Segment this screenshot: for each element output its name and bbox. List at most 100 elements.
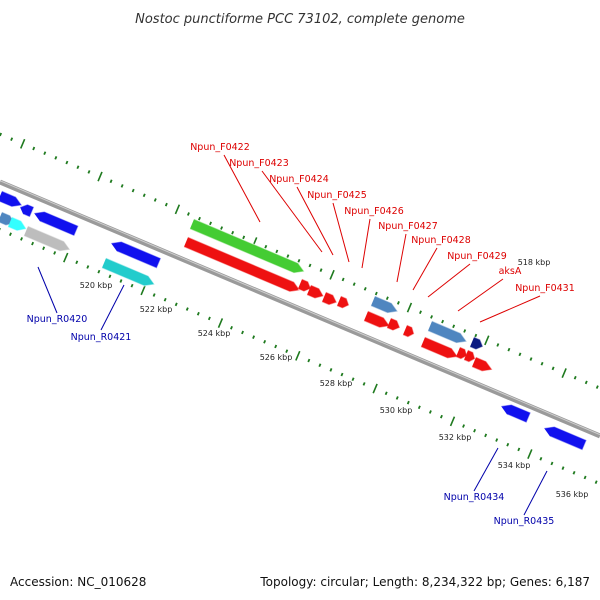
gene-feature-steel bbox=[427, 320, 468, 344]
accession-text: Accession: NC_010628 bbox=[10, 575, 146, 589]
lower-tick bbox=[9, 232, 12, 237]
gene-arrow bbox=[544, 426, 587, 451]
upper-tick bbox=[54, 156, 58, 160]
lower-tick bbox=[274, 344, 278, 349]
upper-tick bbox=[452, 324, 456, 329]
gene-feature-red bbox=[336, 295, 350, 310]
upper-tick bbox=[507, 347, 511, 352]
gene-feature-red bbox=[306, 284, 325, 300]
gene-arrow-highlight bbox=[469, 336, 484, 351]
gene-arrow-highlight bbox=[101, 257, 156, 287]
gene-feature-blue bbox=[33, 210, 80, 237]
lower-tick bbox=[75, 260, 79, 265]
leader-line bbox=[261, 170, 323, 253]
gene-feature-blue bbox=[110, 240, 162, 270]
lower-tick bbox=[163, 297, 167, 302]
lower-tick bbox=[196, 311, 200, 316]
kbp-label: 526 kbp bbox=[260, 353, 293, 362]
gene-arrow-highlight bbox=[427, 320, 468, 344]
forward-gene-label: Npun_F0424 bbox=[269, 174, 329, 185]
upper-tick bbox=[406, 302, 413, 313]
lower-tick bbox=[86, 265, 90, 269]
kbp-label: 520 kbp bbox=[80, 281, 113, 290]
gene-arrow bbox=[23, 225, 71, 252]
lower-tick bbox=[583, 475, 587, 480]
forward-gene-label: Npun_F0427 bbox=[378, 221, 438, 232]
lower-tick bbox=[53, 251, 57, 255]
genome-backbone bbox=[0, 179, 600, 439]
lower-tick bbox=[506, 442, 510, 447]
gene-arrow bbox=[336, 295, 350, 309]
backbone-line bbox=[0, 179, 600, 439]
gene-arrow bbox=[455, 346, 468, 360]
lower-tick bbox=[174, 302, 178, 307]
lower-tick bbox=[417, 405, 421, 410]
gene-arrow bbox=[463, 349, 476, 363]
leader-line bbox=[473, 447, 499, 492]
gene-arrow bbox=[471, 356, 493, 372]
forward-gene-label: aksA bbox=[499, 266, 522, 277]
gene-feature-gray bbox=[23, 225, 72, 252]
upper-tick bbox=[275, 249, 279, 254]
upper-tick bbox=[19, 138, 26, 149]
upper-tick bbox=[319, 268, 323, 272]
lower-tick bbox=[307, 358, 311, 363]
lower-tick bbox=[462, 424, 466, 428]
lower-tick bbox=[550, 461, 554, 466]
lower-tick bbox=[594, 480, 598, 484]
lower-tick bbox=[561, 466, 565, 470]
gene-arrow-highlight bbox=[0, 190, 24, 208]
lower-tick bbox=[230, 325, 233, 330]
gene-feature-navy bbox=[469, 336, 484, 351]
upper-tick bbox=[419, 310, 422, 315]
gene-arrow-highlight bbox=[33, 210, 80, 237]
upper-tick bbox=[573, 375, 577, 380]
lower-tick bbox=[340, 372, 344, 377]
gene-feature-blue bbox=[19, 203, 35, 218]
leader-line bbox=[427, 263, 471, 298]
upper-tick bbox=[363, 287, 367, 291]
upper-tick bbox=[540, 361, 544, 366]
gene-feature-red bbox=[386, 317, 401, 332]
upper-tick bbox=[186, 212, 190, 216]
forward-gene-label: Npun_F0431 bbox=[515, 283, 575, 294]
gene-feature-blue bbox=[500, 403, 532, 424]
gene-arrow-highlight bbox=[386, 317, 401, 332]
leader-line bbox=[332, 202, 350, 263]
upper-tick bbox=[97, 171, 103, 182]
upper-tick bbox=[352, 282, 356, 286]
lower-tick bbox=[372, 383, 378, 394]
gene-arrow bbox=[469, 336, 484, 350]
upper-tick bbox=[142, 193, 146, 198]
gene-arrow bbox=[7, 216, 27, 231]
gene-arrow bbox=[402, 324, 415, 338]
lower-tick bbox=[527, 449, 533, 460]
lower-tick bbox=[31, 241, 35, 246]
gene-arrow bbox=[297, 278, 312, 292]
gene-feature-red bbox=[402, 324, 415, 338]
lower-tick bbox=[119, 279, 123, 283]
kbp-label: 534 kbp bbox=[498, 461, 531, 470]
leader-line bbox=[457, 278, 504, 312]
upper-tick bbox=[518, 352, 522, 357]
reverse-gene-label: Npun_R0435 bbox=[494, 516, 555, 527]
upper-tick bbox=[198, 216, 201, 221]
lower-tick bbox=[395, 396, 399, 400]
leader-line bbox=[223, 154, 261, 223]
upper-tick bbox=[76, 165, 80, 170]
lower-tick bbox=[20, 237, 23, 241]
kbp-label: 536 kbp bbox=[556, 490, 589, 499]
gene-arrow bbox=[501, 404, 531, 423]
lower-tick bbox=[517, 447, 521, 452]
upper-tick bbox=[65, 160, 69, 165]
gene-labels: Npun_F0422Npun_F0423Npun_F0424Npun_F0425… bbox=[27, 142, 575, 527]
leader-line bbox=[396, 233, 407, 283]
lower-tick bbox=[439, 414, 443, 419]
lower-tick bbox=[130, 283, 134, 288]
gene-feature-red bbox=[321, 291, 338, 306]
gene-arrow-highlight bbox=[543, 425, 588, 452]
lower-tick bbox=[362, 382, 366, 386]
lower-tick bbox=[384, 391, 388, 396]
upper-tick bbox=[341, 277, 345, 282]
